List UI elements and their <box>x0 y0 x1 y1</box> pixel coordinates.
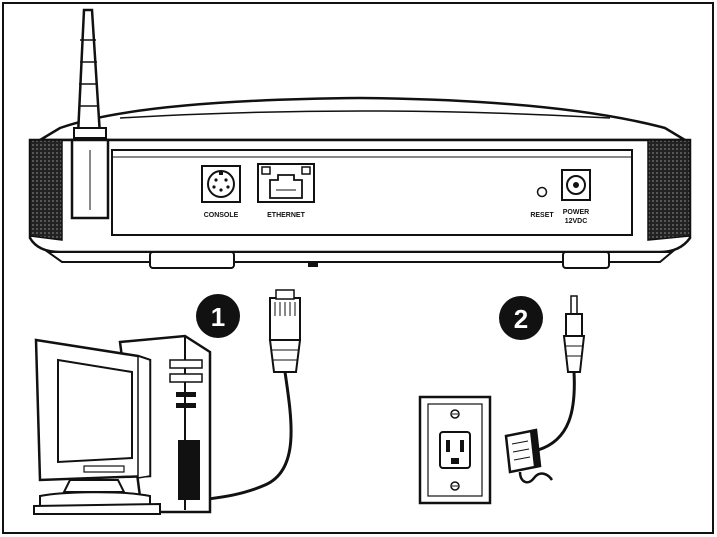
ethernet-port-label: ETHERNET <box>267 212 305 219</box>
monitor-screen <box>57 358 133 464</box>
power-jack <box>561 169 591 201</box>
ethernet-port <box>257 163 315 203</box>
step-1-number: 1 <box>211 302 225 332</box>
power-label: POWER <box>563 209 589 216</box>
console-port-label: CONSOLE <box>204 212 239 219</box>
router-top-shell <box>35 96 690 142</box>
right-vent <box>647 139 691 241</box>
console-port <box>201 165 241 203</box>
step-2-number: 2 <box>514 304 528 334</box>
router-foot-left <box>149 251 235 269</box>
power-voltage-label: 12VDC <box>565 218 588 225</box>
left-vent <box>29 139 63 241</box>
desktop-computer <box>33 334 212 515</box>
power-plug <box>537 295 586 452</box>
ac-adapter <box>504 428 554 484</box>
reset-label: RESET <box>530 212 554 219</box>
router-device: CONSOLE ETHERNET RESET POWER 12VDC <box>28 8 692 269</box>
reset-button <box>536 186 548 198</box>
router-back-panel <box>111 149 633 236</box>
antenna <box>70 8 110 220</box>
ethernet-cable <box>199 289 302 502</box>
wall-outlet <box>418 395 492 505</box>
step-2-badge: 2 <box>499 296 543 340</box>
router-foot-right <box>562 251 610 269</box>
step-1-badge: 1 <box>196 294 240 338</box>
